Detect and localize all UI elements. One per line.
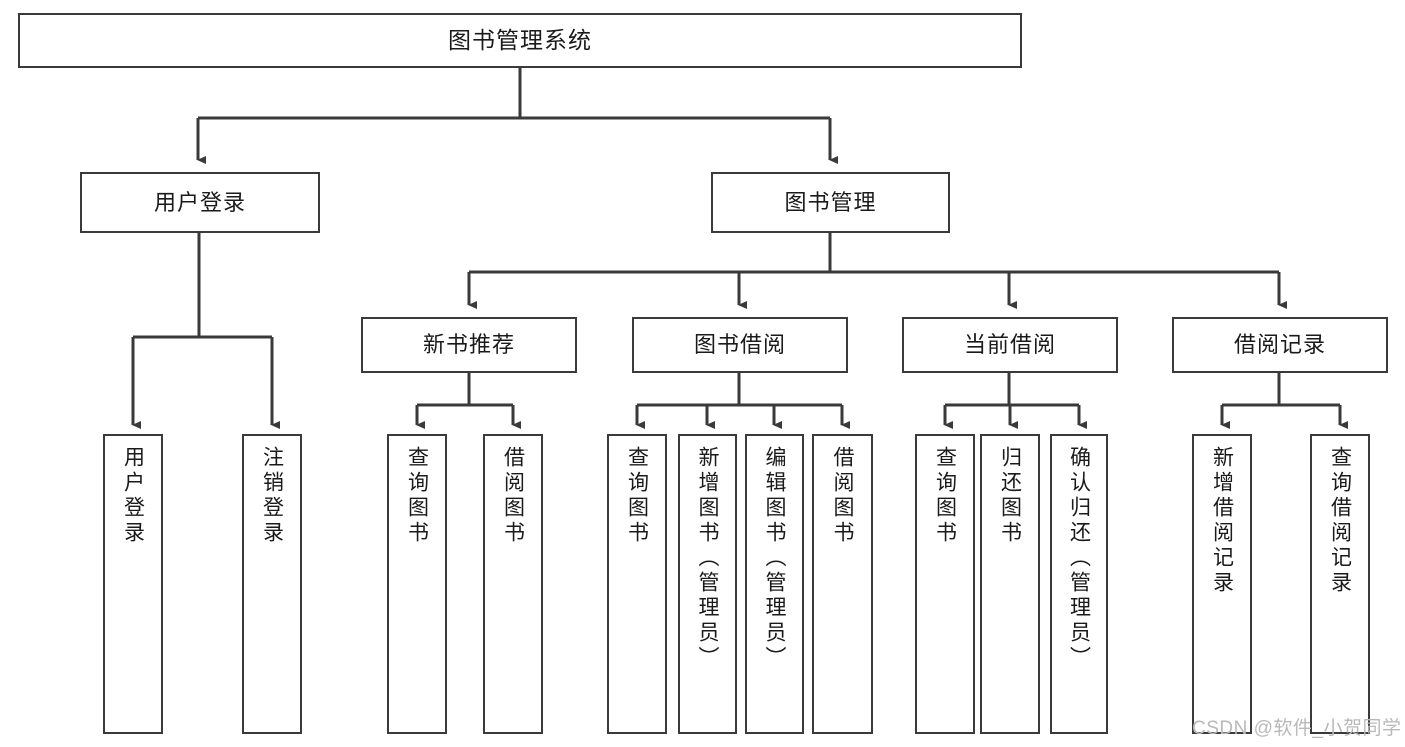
csdn-watermark: CSDN @软件_小贺同学 (1192, 718, 1402, 739)
node-label: 借阅记录 (1233, 332, 1326, 358)
leaf-book-borrow-borrow[interactable]: 借阅图书 (812, 434, 873, 734)
node-label: 图书借阅 (693, 332, 786, 358)
leaf-new-book-query[interactable]: 查询图书 (387, 434, 447, 734)
node-label: 借阅图书 (501, 446, 525, 546)
node-label: 查询借阅记录 (1328, 446, 1352, 596)
node-label: 图书管理系统 (448, 26, 592, 53)
node-label: 用户登录 (153, 189, 246, 215)
leaf-borrow-record-add[interactable]: 新增借阅记录 (1192, 434, 1252, 734)
node-label: 确认归还（管理员） (1067, 446, 1091, 671)
leaf-user-login-signin[interactable]: 用户登录 (103, 434, 163, 734)
leaf-book-borrow-edit-admin[interactable]: 编辑图书（管理员） (745, 434, 804, 734)
node-label: 新书推荐 (422, 332, 515, 358)
leaf-book-borrow-add-admin[interactable]: 新增图书（管理员） (678, 434, 737, 734)
leaf-borrow-record-query[interactable]: 查询借阅记录 (1310, 434, 1370, 734)
node-root-book-management-system[interactable]: 图书管理系统 (18, 13, 1022, 68)
node-new-book-recommend[interactable]: 新书推荐 (361, 317, 577, 373)
leaf-user-login-signout[interactable]: 注销登录 (242, 434, 302, 734)
node-label: 新增借阅记录 (1210, 446, 1234, 596)
node-label: 借阅图书 (831, 446, 854, 546)
node-label: 注销登录 (260, 446, 284, 546)
node-borrow-record[interactable]: 借阅记录 (1172, 317, 1388, 373)
node-label: 编辑图书（管理员） (763, 446, 786, 671)
node-book-management[interactable]: 图书管理 (711, 172, 950, 233)
node-label: 查询图书 (933, 446, 957, 546)
leaf-current-borrow-return[interactable]: 归还图书 (980, 434, 1040, 734)
node-label: 图书管理 (784, 189, 877, 215)
node-label: 当前借阅 (963, 332, 1056, 358)
node-label: 归还图书 (998, 446, 1022, 546)
node-book-borrow[interactable]: 图书借阅 (632, 317, 848, 373)
leaf-new-book-borrow[interactable]: 借阅图书 (483, 434, 543, 734)
node-current-borrow[interactable]: 当前借阅 (902, 317, 1118, 373)
node-user-login[interactable]: 用户登录 (80, 172, 320, 233)
node-label: 查询图书 (625, 446, 649, 546)
leaf-book-borrow-query[interactable]: 查询图书 (607, 434, 667, 734)
node-label: 用户登录 (121, 446, 145, 546)
node-label: 查询图书 (405, 446, 429, 546)
leaf-current-borrow-query[interactable]: 查询图书 (915, 434, 975, 734)
node-label: 新增图书（管理员） (696, 446, 719, 671)
leaf-current-borrow-confirm-return-admin[interactable]: 确认归还（管理员） (1050, 434, 1108, 734)
